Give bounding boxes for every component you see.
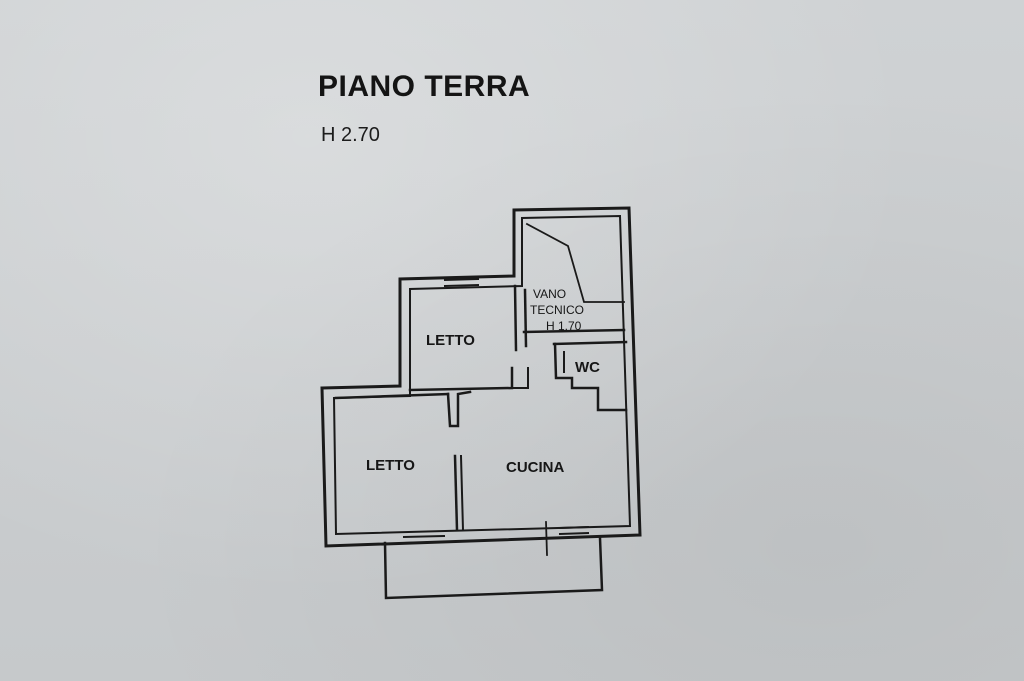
vano-tecnico-diagonal bbox=[525, 222, 625, 303]
door-bottom-cucina bbox=[545, 521, 548, 556]
room-label-vano-line1: VANO bbox=[533, 287, 566, 301]
plan-title: PIANO TERRA bbox=[318, 70, 531, 103]
outer-wall-outer-line bbox=[320, 206, 642, 548]
room-label-vano-line3: H 1.70 bbox=[546, 319, 582, 333]
room-label-letto-lower: LETTO bbox=[366, 457, 415, 474]
outer-wall-inner-line bbox=[332, 214, 632, 536]
letto-upper-door-jamb bbox=[511, 367, 529, 389]
wc-wall-outer bbox=[552, 340, 628, 346]
window-bottom-cucina bbox=[558, 525, 590, 536]
wc-wall-left bbox=[553, 342, 628, 412]
letto-upper-lower-wall bbox=[408, 366, 514, 392]
letto-lower-top-wall-2 bbox=[446, 390, 472, 428]
ceiling-height-note: H 2.70 bbox=[321, 124, 380, 146]
walls bbox=[320, 206, 642, 600]
room-label-wc: WC bbox=[575, 359, 600, 376]
vano-tecnico-wall bbox=[522, 328, 626, 334]
room-label-letto-upper: LETTO bbox=[426, 332, 475, 349]
room-label-cucina: CUCINA bbox=[506, 459, 564, 476]
partition-letto-cucina-2 bbox=[459, 454, 465, 532]
window-bottom-letto bbox=[402, 534, 446, 545]
letto-lower-top-wall bbox=[334, 392, 450, 400]
partition-letto-cucina bbox=[453, 454, 459, 532]
terrace-outline bbox=[383, 536, 604, 600]
room-label-vano-line2: TECNICO bbox=[530, 303, 584, 317]
window-top-letto bbox=[443, 277, 480, 288]
letto-upper-right-wall-2 bbox=[523, 288, 528, 348]
letto-upper-right-wall bbox=[513, 284, 518, 352]
